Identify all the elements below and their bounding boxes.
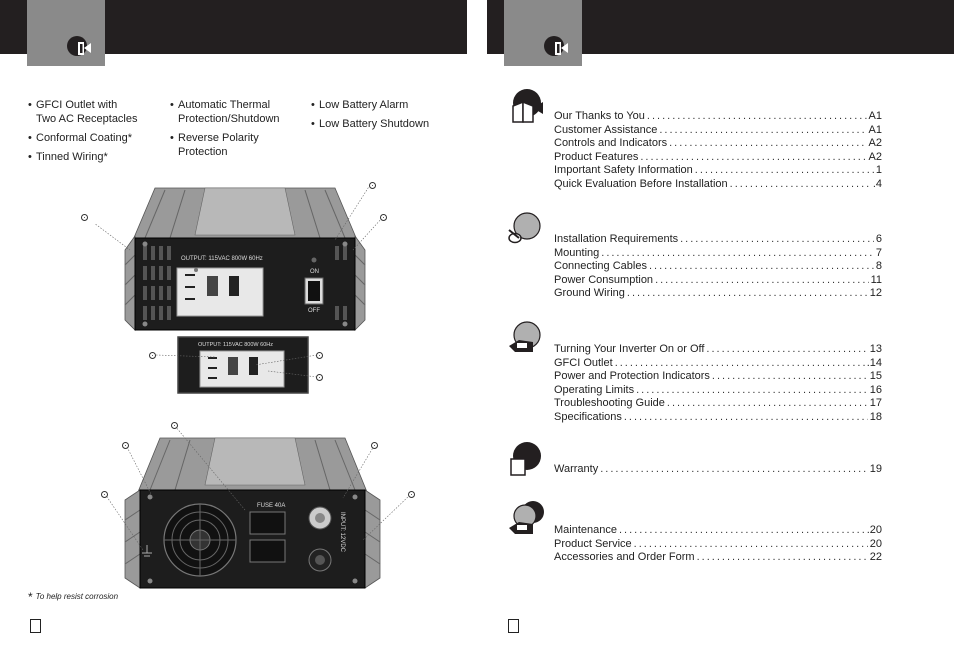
warranty-section-icon — [510, 442, 541, 476]
callout-marker — [371, 442, 378, 449]
toc-group-2: Installation Requirements6 Mounting7 Con… — [554, 233, 882, 301]
toc-row[interactable]: Important Safety Information1 — [554, 164, 882, 178]
feature-list-col1: GFCI Outlet with Two AC Receptacles Conf… — [28, 98, 168, 169]
toc-row[interactable]: Maintenance.20 — [554, 524, 882, 538]
operation-section-icon — [509, 321, 541, 352]
feature-item: Reverse Polarity Protection — [170, 131, 310, 159]
inverter-front-illustration: OUTPUT: 115VAC 800W 60Hz ON OFF — [95, 184, 383, 331]
toc-row[interactable]: Customer AssistanceA1 — [554, 124, 882, 138]
feature-item: Conformal Coating* — [28, 131, 168, 145]
inverter-rear-illustration: FUSE 40A INPUT: 12VDC — [104, 425, 411, 589]
toc-group-1: Our Thanks to YouA1 Customer AssistanceA… — [554, 110, 882, 192]
page-number-box-left — [30, 619, 41, 633]
callout-marker — [171, 422, 178, 429]
toc-group-3: Turning Your Inverter On or Off13 GFCI O… — [554, 343, 882, 425]
toc-row[interactable]: GFCI Outlet.14 — [554, 357, 882, 371]
callout-marker — [380, 214, 387, 221]
header-tab-left — [27, 0, 105, 66]
service-section-icon — [509, 501, 544, 534]
inset-outlet-illustration: OUTPUT: 115VAC 800W 60Hz — [155, 336, 318, 394]
toc-row[interactable]: Product Service20 — [554, 538, 882, 552]
toc-row[interactable]: Turning Your Inverter On or Off13 — [554, 343, 882, 357]
feature-list-col3: Low Battery Alarm Low Battery Shutdown — [311, 98, 461, 136]
toc-row[interactable]: Power and Protection Indicators15 — [554, 370, 882, 384]
toc-group-4: Warranty19 — [554, 463, 882, 477]
toc-row[interactable]: Warranty19 — [554, 463, 882, 477]
toc-row[interactable]: Mounting7 — [554, 247, 882, 261]
toc-row[interactable]: Accessories and Order Form22 — [554, 551, 882, 565]
book-section-icon — [512, 89, 543, 123]
callout-marker — [369, 182, 376, 189]
toc-group-5: Maintenance.20 Product Service20 Accesso… — [554, 524, 882, 565]
feature-item: Tinned Wiring* — [28, 150, 168, 164]
header-tab-right — [504, 0, 582, 66]
front-off-label: OFF — [308, 308, 320, 314]
front-on-label: ON — [310, 269, 319, 275]
toc-row[interactable]: Troubleshooting Guide17 — [554, 397, 882, 411]
front-output-label: OUTPUT: 115VAC 800W 60Hz — [181, 256, 263, 262]
feature-item: Automatic Thermal Protection/Shutdown — [170, 98, 310, 126]
callout-marker — [408, 491, 415, 498]
installation-section-icon — [508, 212, 541, 244]
toc-row[interactable]: Quick Evaluation Before Installation.4 — [554, 178, 882, 192]
toc-row[interactable]: Controls and IndicatorsA2 — [554, 137, 882, 151]
book-icon — [544, 36, 568, 56]
rear-input-label: INPUT: 12VDC — [339, 512, 345, 553]
footnote: *To help resist corrosion — [28, 590, 119, 604]
inset-output-label: OUTPUT: 115VAC 800W 60Hz — [198, 342, 273, 348]
toc-row[interactable]: Ground Wiring12 — [554, 287, 882, 301]
toc-row[interactable]: Installation Requirements6 — [554, 233, 882, 247]
toc-row[interactable]: Our Thanks to YouA1 — [554, 110, 882, 124]
callout-marker — [122, 442, 129, 449]
toc-row[interactable]: Specifications18 — [554, 411, 882, 425]
toc-row[interactable]: Operating Limits16 — [554, 384, 882, 398]
callout-marker — [81, 214, 88, 221]
feature-item: GFCI Outlet with Two AC Receptacles — [28, 98, 168, 126]
feature-item: Low Battery Alarm — [311, 98, 461, 112]
toc-row[interactable]: Connecting Cables8 — [554, 260, 882, 274]
callout-marker — [316, 352, 323, 359]
toc-row[interactable]: Product FeaturesA2 — [554, 151, 882, 165]
page-number-box-right — [508, 619, 519, 633]
callout-marker — [101, 491, 108, 498]
feature-item: Low Battery Shutdown — [311, 117, 461, 131]
feature-list-col2: Automatic Thermal Protection/Shutdown Re… — [170, 98, 310, 164]
toc-row[interactable]: Power Consumption11 — [554, 274, 882, 288]
callout-marker — [149, 352, 156, 359]
callout-marker — [316, 374, 323, 381]
rear-fuse-label: FUSE 40A — [257, 503, 285, 509]
book-icon — [67, 36, 91, 56]
